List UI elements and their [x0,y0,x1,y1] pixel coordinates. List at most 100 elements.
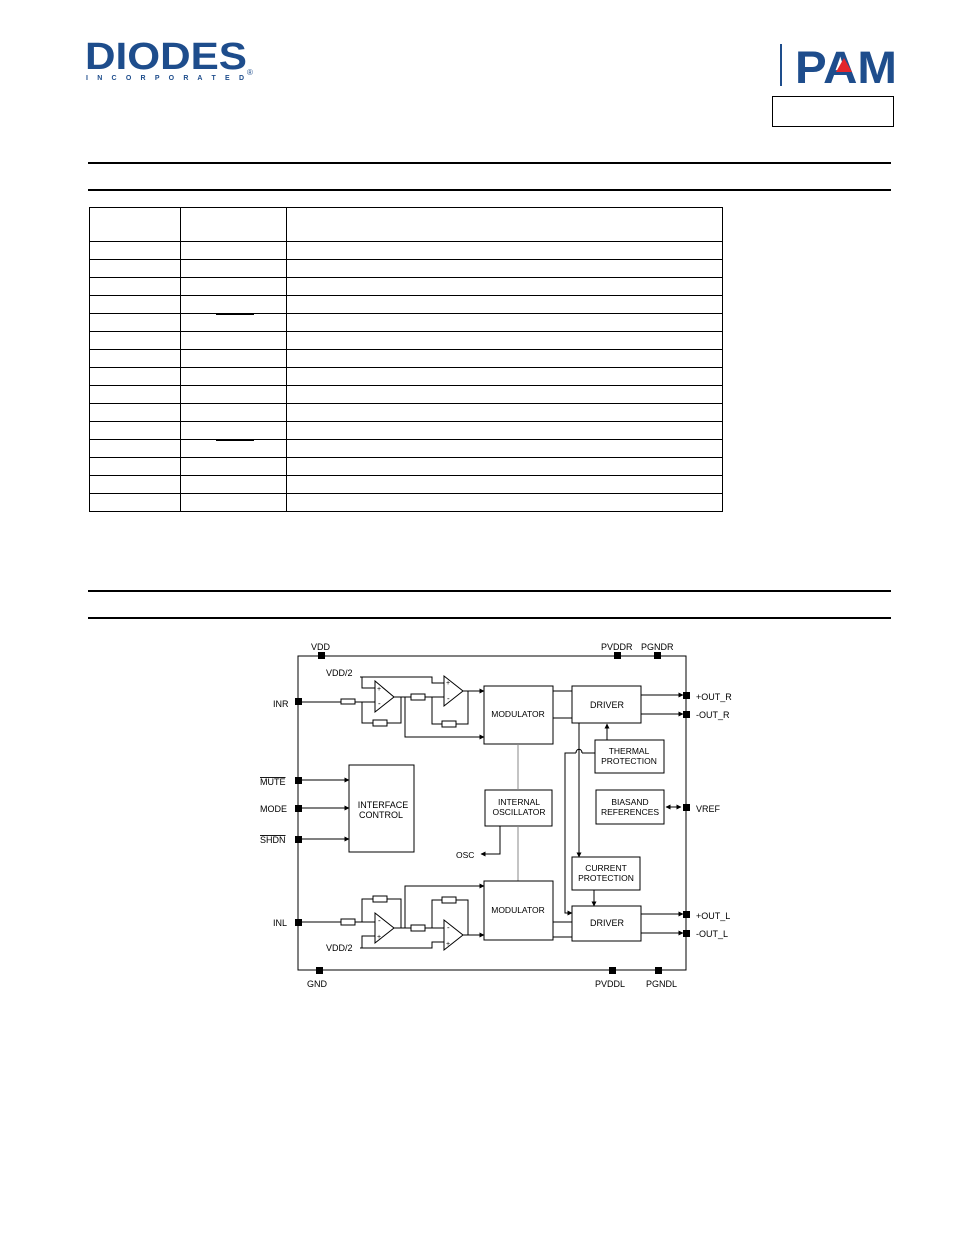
vdd2-label-top: VDD/2 [326,668,353,678]
current-protection-label: CURRENT [585,863,627,873]
table-row [89,493,723,512]
pin-pgndr [654,652,661,659]
table-cell [89,241,181,260]
pin-label-pgndr: PGNDR [641,642,674,652]
table-row [89,421,723,440]
table-cell [89,207,181,242]
table-cell [89,259,181,278]
wire [360,935,375,949]
diodes-logo-wordmark: DIODES [85,38,247,78]
table-cell [89,385,181,404]
opamp-sign: - [447,694,450,703]
table-cell [180,475,287,494]
wire [404,883,485,928]
resistor [410,693,426,701]
table-cell [89,493,181,512]
table-cell [180,349,287,368]
resistor [372,895,388,903]
bias-references-label: REFERENCES [601,807,659,817]
table-cell [89,349,181,368]
table-cell [286,349,723,368]
interface-control-label: INTERFACE [358,800,409,810]
opamp-sign: + [377,934,381,941]
modulator-bottom-label: MODULATOR [491,905,545,915]
opamp-3 [374,911,395,945]
table-cell [89,475,181,494]
table-cell [180,385,287,404]
table-cell [180,421,287,440]
table-cell [180,493,287,512]
opamp-sign: + [377,686,381,693]
pin-gnd [316,967,323,974]
wire [361,702,373,724]
table-cell [180,367,287,386]
pin-pvddr [614,652,621,659]
current-protection-label: PROTECTION [578,873,634,883]
table-cell [286,421,723,440]
driver-bottom-block [571,905,642,942]
wire [362,676,444,684]
table-cell [286,439,723,458]
opamp-sign: - [447,923,450,932]
interface-control-label: CONTROL [359,810,403,820]
bias-references-block [595,789,665,825]
overline-mark [216,314,254,315]
resistor [340,918,356,926]
table-cell [180,295,287,314]
driver-top-block [571,685,642,724]
table-cell [89,277,181,296]
table-cell [89,439,181,458]
pin-mode [295,805,302,812]
pin-label-out-r-neg: -OUT_R [696,710,730,720]
table-row [89,367,723,386]
table-cell [180,277,287,296]
wire [480,826,501,857]
pin-label-mute: MUTE [260,777,286,787]
table-row [89,259,723,278]
pin-out-r-neg [683,711,690,718]
table-row [89,331,723,350]
table-cell [89,421,181,440]
opamp-sign: - [378,916,381,925]
pin-shdn [295,836,302,843]
wire [360,676,375,689]
diodes-logo: DIODES I N C O R P O R A T E D ® [85,38,253,82]
opamp-1 [374,679,395,714]
table-cell [180,457,287,476]
pin-label-pvddr: PVDDR [601,642,633,652]
table-row [89,439,723,458]
wire [362,941,444,949]
section-rule [88,617,891,619]
table-cell [89,367,181,386]
table-row [89,475,723,494]
internal-oscillator-label: OSCILLATOR [492,807,545,817]
pin-vdd [318,652,325,659]
pin-label-inl: INL [273,918,287,928]
opamp-2 [443,674,464,708]
pin-label-out-l-pos: +OUT_L [696,911,730,921]
thermal-protection-block [594,739,665,774]
resistor [410,924,426,932]
wire [456,899,469,935]
pin-label-vdd: VDD [311,642,331,652]
table-cell [286,313,723,332]
osc-label: OSC [456,850,474,860]
section-rule [88,189,891,191]
table-cell [180,241,287,260]
section-rule [88,590,891,592]
table-cell [286,259,723,278]
resistor [340,698,356,705]
wire [431,899,442,928]
pin-label-gnd: GND [307,979,328,989]
table-cell [89,295,181,314]
vdd2-label-bottom: VDD/2 [326,943,353,953]
resistor [372,719,388,727]
pin-label-out-r-pos: +OUT_R [696,692,732,702]
pam-logo-red-triangle [836,58,852,72]
table-cell [286,493,723,512]
current-protection-block [571,856,641,891]
pin-mute [295,777,302,784]
table-row [89,295,723,314]
wire [361,898,373,922]
pin-description-table [89,207,723,512]
